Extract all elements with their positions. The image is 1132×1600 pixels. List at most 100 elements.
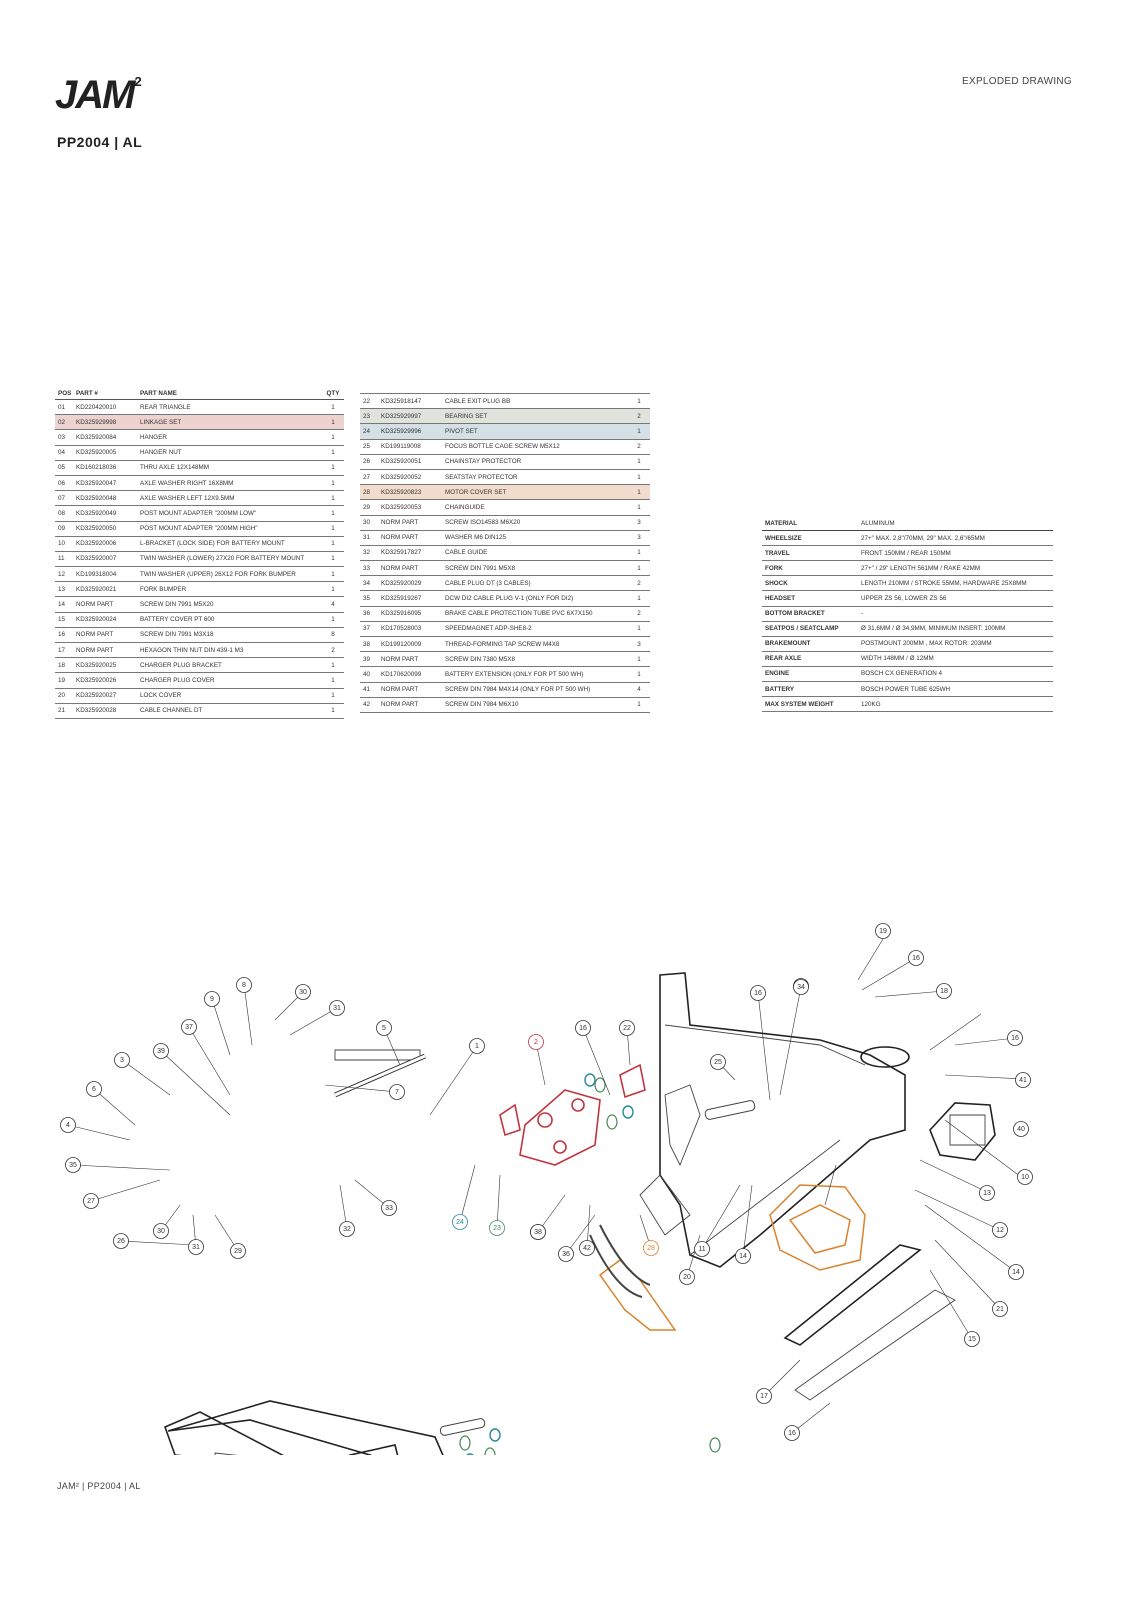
part-pos: 11	[55, 551, 73, 568]
part-pos: 17	[55, 642, 73, 659]
callout-number: 27	[87, 1198, 95, 1205]
part-qty: 1	[628, 469, 650, 486]
callout-number: 41	[1019, 1077, 1027, 1084]
part-qty: 1	[628, 484, 650, 501]
callout-number: 22	[623, 1025, 631, 1032]
spec-key: BRAKEMOUNT	[762, 636, 858, 652]
part-pos: 41	[360, 682, 378, 698]
callout-number: 19	[879, 928, 887, 935]
callout-number: 38	[534, 1229, 542, 1236]
spec-key: SEATPOS / SEATCLAMP	[762, 621, 858, 637]
part-qty: 1	[322, 460, 344, 476]
part-pos: 39	[360, 651, 378, 668]
part-number: NORM PART	[378, 651, 442, 668]
callout-number: 26	[117, 1238, 125, 1245]
part-number: KD325918147	[378, 392, 442, 410]
callout-16: 16	[1007, 1030, 1023, 1046]
part-number: KD325917827	[378, 545, 442, 562]
callout-number: 35	[69, 1162, 77, 1169]
callout-number: 28	[647, 1245, 655, 1252]
pivot-set	[466, 1073, 634, 1455]
part-name: MOTOR COVER SET	[442, 484, 628, 501]
part-name: LINKAGE SET	[137, 414, 322, 431]
battery-cover	[783, 1244, 956, 1401]
part-name: POST MOUNT ADAPTER "200MM LOW"	[137, 505, 322, 522]
part-number: KD325920026	[73, 672, 137, 689]
part-number: KD199119008	[378, 439, 442, 455]
part-name: SPEEDMAGNET ADP-SHE8-2	[442, 621, 628, 638]
callout-number: 32	[343, 1226, 351, 1233]
callout-29: 29	[230, 1243, 246, 1259]
part-number: KD325920028	[73, 703, 137, 719]
part-pos: 28	[360, 484, 378, 501]
callout-22: 22	[619, 1020, 635, 1036]
part-name: SCREW DIN 7991 M5X20	[137, 596, 322, 613]
part-name: LOCK COVER	[137, 688, 322, 704]
part-qty: 3	[628, 636, 650, 653]
callout-16: 16	[750, 985, 766, 1001]
part-pos: 14	[55, 596, 73, 613]
part-number: KD170620099	[378, 666, 442, 683]
spec-value: Ø 31,6MM / Ø 34,9MM, MINIMUM INSERT: 100…	[858, 621, 1053, 637]
part-name: DCW DI2 CABLE PLUG V-1 (ONLY FOR DI2)	[442, 590, 628, 607]
callout-number: 42	[583, 1245, 591, 1252]
callout-16: 16	[784, 1425, 800, 1441]
part-name: CHAINSTAY PROTECTOR	[442, 454, 628, 470]
part-qty: 1	[628, 392, 650, 410]
part-pos: 04	[55, 445, 73, 461]
part-qty: 1	[322, 521, 344, 537]
part-qty: 8	[322, 627, 344, 644]
callout-number: 13	[983, 1190, 991, 1197]
spec-value: FRONT 150MM / REAR 150MM	[858, 545, 1053, 562]
part-pos: 16	[55, 627, 73, 644]
callout-38: 38	[530, 1224, 546, 1240]
callout-number: 37	[185, 1024, 193, 1031]
part-name: CABLE CHANNEL DT	[137, 703, 322, 719]
part-qty: 3	[628, 515, 650, 531]
part-pos: 01	[55, 399, 73, 416]
part-number: KD325920051	[378, 454, 442, 470]
callout-number: 5	[382, 1025, 386, 1032]
part-number: KD325920048	[73, 490, 137, 507]
brake-cable-tube	[589, 1224, 651, 1298]
part-pos: 25	[360, 439, 378, 455]
part-name: HANGER NUT	[137, 445, 322, 461]
callout-number: 7	[395, 1089, 399, 1096]
thru-axle	[334, 1053, 426, 1098]
part-name: SCREW DIN 7991 M5X8	[442, 560, 628, 577]
callout-2: 2	[528, 1034, 544, 1050]
part-name: SCREW DIN 7380 M5X8	[442, 651, 628, 668]
callout-14: 14	[1008, 1264, 1024, 1280]
callout-30: 30	[153, 1223, 169, 1239]
part-number: NORM PART	[378, 560, 442, 577]
part-pos: 37	[360, 621, 378, 638]
callout-number: 16	[579, 1025, 587, 1032]
part-qty: 1	[322, 672, 344, 689]
part-number: KD325920029	[378, 575, 442, 592]
callout-1: 1	[469, 1038, 485, 1054]
part-pos: 35	[360, 590, 378, 607]
part-pos: 06	[55, 475, 73, 492]
callout-31: 31	[329, 1000, 345, 1016]
part-number: KD170528003	[378, 621, 442, 638]
callout-number: 16	[1011, 1035, 1019, 1042]
part-name: POST MOUNT ADAPTER "200MM HIGH"	[137, 521, 322, 537]
part-pos: 13	[55, 581, 73, 598]
part-name: TWIN WASHER (LOWER) 27X20 FOR BATTERY MO…	[137, 551, 322, 568]
spec-value: ALUMINUM	[858, 516, 1053, 532]
callout-number: 20	[683, 1274, 691, 1281]
part-pos: 15	[55, 612, 73, 628]
part-pos: 18	[55, 657, 73, 674]
spec-key: ENGINE	[762, 666, 858, 683]
